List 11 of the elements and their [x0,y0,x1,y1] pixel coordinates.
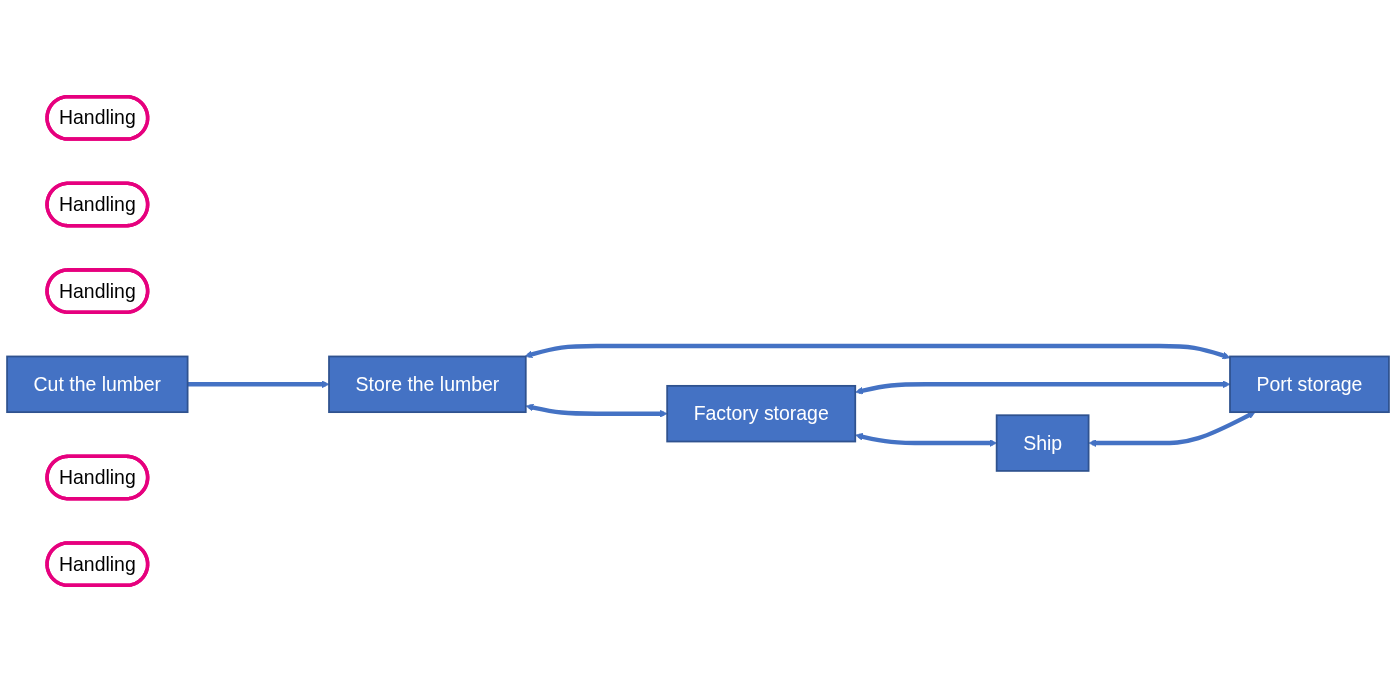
arrow [187,380,330,389]
arrow [525,403,668,418]
arrow [855,432,997,447]
node-box: Factory storage [666,384,857,443]
node-box: Store the lumber [328,355,527,414]
arrow [524,343,1231,360]
arrow [1088,411,1256,447]
node-box: Ship [995,414,1090,472]
node-box: Port storage [1229,355,1390,414]
arrow [855,380,1231,395]
node-box: Cut the lumber [6,355,189,414]
